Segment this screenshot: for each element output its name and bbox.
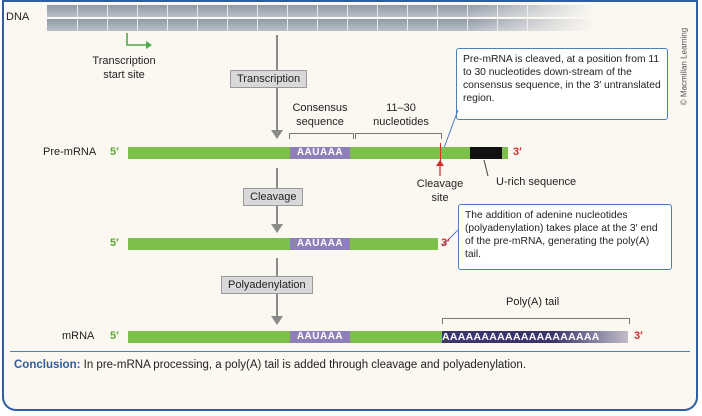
step-transcription: Transcription bbox=[230, 70, 308, 88]
callout-polyadenylation: The addition of adenine nucleotides (pol… bbox=[458, 204, 672, 270]
dna-label: DNA bbox=[6, 11, 30, 23]
dna-double-strand bbox=[47, 5, 595, 31]
premrna-strand bbox=[128, 147, 440, 159]
mrna-label: mRNA bbox=[62, 330, 95, 342]
credit: © Macmillan Learning bbox=[676, 10, 690, 130]
premrna-downstream bbox=[440, 147, 470, 159]
nucleotides-bracket bbox=[355, 133, 442, 139]
consensus-bracket bbox=[289, 133, 354, 139]
start-site-arrow-icon bbox=[126, 33, 152, 49]
mrna-3prime: 3′ bbox=[634, 330, 643, 342]
cleaved-5prime: 5′ bbox=[110, 237, 119, 249]
cleaved-consensus: AAUAAA bbox=[290, 238, 350, 250]
credit-text: © Macmillan Learning bbox=[679, 27, 689, 106]
polya-tail-label: Poly(A) tail bbox=[506, 296, 560, 308]
cleaved-strand bbox=[128, 238, 438, 250]
step-polyadenylation: Polyadenylation bbox=[221, 276, 313, 294]
u-rich-pointer bbox=[483, 159, 489, 177]
u-rich-block bbox=[470, 147, 502, 159]
conclusion-text: In pre-mRNA processing, a poly(A) tail i… bbox=[80, 359, 527, 371]
callout-polya-pointer bbox=[441, 229, 459, 247]
mrna-strand bbox=[128, 331, 442, 343]
flow-arrow-1-icon bbox=[271, 130, 283, 139]
polya-tail: AAAAAAAAAAAAAAAAAAAA bbox=[442, 331, 628, 343]
cleavage-site-label: Cleavage site bbox=[416, 178, 464, 204]
nucleotides-label: 11–30 nucleotides bbox=[373, 102, 429, 128]
premrna-tail bbox=[502, 147, 508, 159]
conclusion: Conclusion: In pre-mRNA processing, a po… bbox=[10, 351, 690, 401]
cleavage-site-arrow-icon bbox=[436, 160, 444, 176]
polya-bracket bbox=[442, 318, 630, 324]
u-rich-label: U-rich sequence bbox=[496, 176, 577, 188]
premrna-3prime: 3′ bbox=[513, 146, 522, 158]
callout-cleavage: Pre-mRNA is cleaved, at a position from … bbox=[456, 48, 668, 120]
premrna-5prime: 5′ bbox=[110, 146, 119, 158]
premrna-consensus: AAUAAA bbox=[290, 147, 350, 159]
callout-cleavage-pointer bbox=[443, 110, 459, 149]
flow-arrow-2-icon bbox=[271, 224, 283, 233]
mrna-5prime: 5′ bbox=[110, 330, 119, 342]
flow-arrow-3-icon bbox=[271, 316, 283, 325]
cleavage-site-marker bbox=[440, 143, 441, 163]
step-cleavage: Cleavage bbox=[243, 188, 304, 206]
cleaved-3prime: 3′ bbox=[441, 237, 450, 249]
consensus-label: Consensus sequence bbox=[292, 102, 348, 128]
mrna-consensus: AAUAAA bbox=[290, 331, 350, 343]
transcription-start-label: Transcription start site bbox=[92, 55, 156, 81]
premrna-label: Pre-mRNA bbox=[43, 146, 97, 158]
conclusion-heading: Conclusion: bbox=[14, 359, 81, 371]
